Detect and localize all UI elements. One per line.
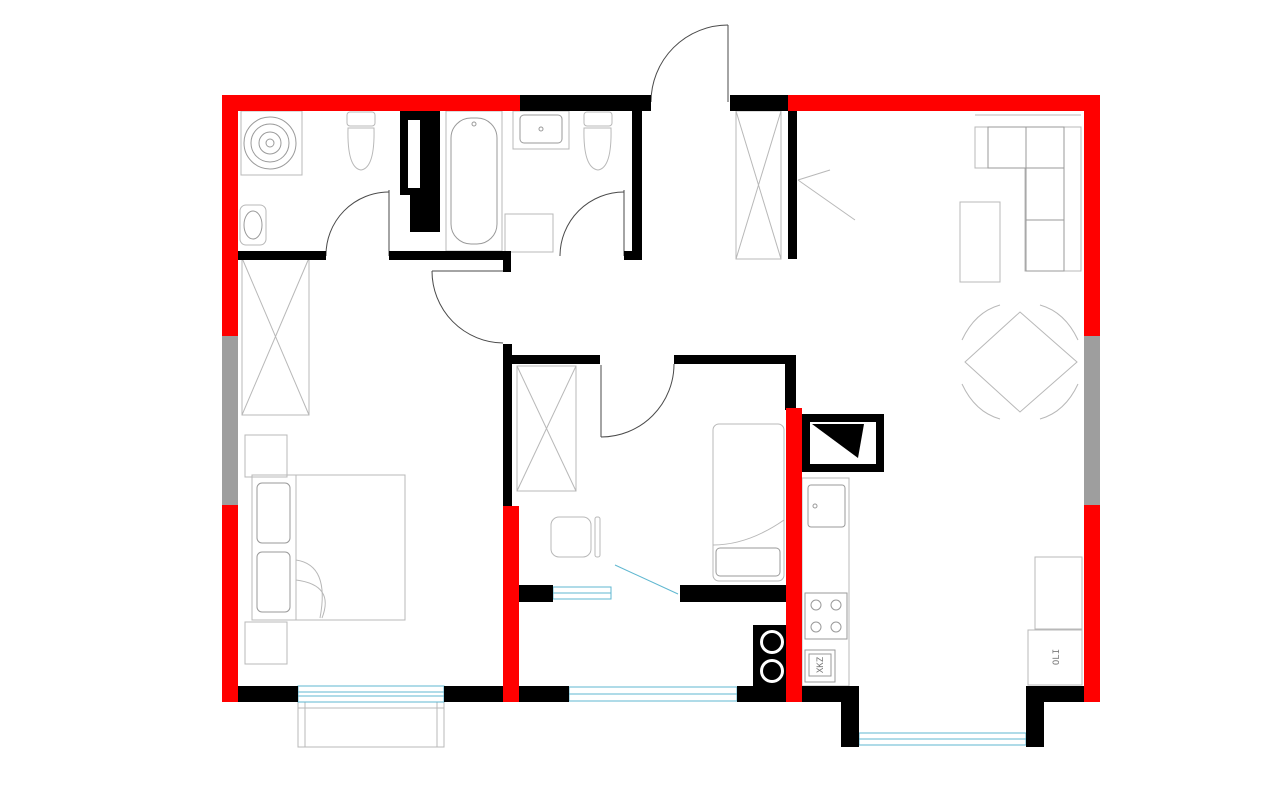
sink-icon <box>807 484 846 528</box>
door-swing-entrance <box>650 24 729 103</box>
door-swing-study <box>600 363 675 438</box>
boiler-icon <box>753 625 788 686</box>
window-pier-living <box>1084 336 1100 505</box>
desk-chair <box>550 516 601 558</box>
partition-walls <box>238 95 1084 747</box>
sink-icon <box>239 204 267 246</box>
dining-table-icon <box>961 304 1079 420</box>
bathroom-cabinet <box>504 213 554 253</box>
coffee-table <box>959 201 1001 283</box>
stove-icon <box>804 592 848 640</box>
toilet-icon <box>346 111 376 171</box>
door-swing-laundry <box>325 190 390 257</box>
window-bedroom <box>297 685 445 703</box>
window-study <box>568 686 738 702</box>
bearing-walls <box>222 95 1100 702</box>
door-swing-bathroom <box>559 190 625 257</box>
bed-icon <box>712 423 785 582</box>
hall-wardrobe <box>735 110 782 260</box>
balcony <box>297 701 445 748</box>
nightstand <box>244 434 288 478</box>
fridge-label: OLI <box>1052 649 1062 665</box>
ventilation-box <box>802 414 884 472</box>
nightstand <box>244 621 288 665</box>
washing-machine-icon <box>240 110 303 176</box>
sink-icon <box>512 110 570 150</box>
wardrobe <box>241 257 310 416</box>
sofa-icon <box>974 114 1082 272</box>
door-swing-bedroom <box>431 270 504 344</box>
window-kitchen <box>858 732 1027 746</box>
microwave-icon: XKZ <box>804 649 836 683</box>
bathtub-icon <box>445 110 503 252</box>
window-study-interior <box>552 564 679 600</box>
window-pier-bedroom <box>222 336 238 505</box>
study-wardrobe <box>516 365 577 492</box>
bed-icon <box>251 474 406 621</box>
microwave-label: XKZ <box>816 656 826 673</box>
entry-console <box>797 169 856 221</box>
fridge-icon: OLI <box>1027 556 1083 686</box>
toilet-icon <box>583 111 613 171</box>
